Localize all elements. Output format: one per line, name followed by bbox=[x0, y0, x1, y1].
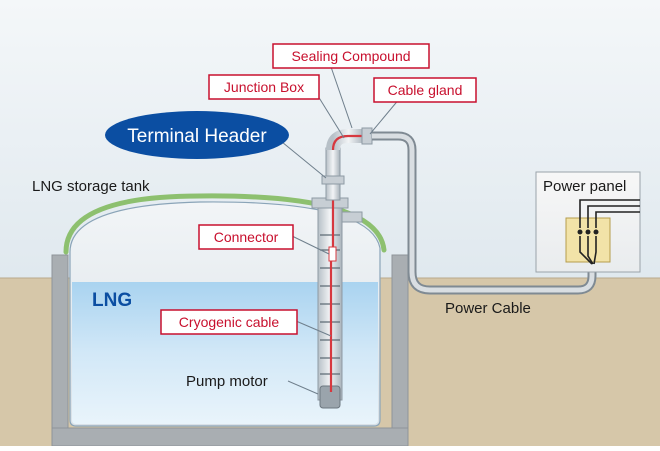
cable-gland-callout bbox=[373, 77, 477, 103]
power-cable-label: Power Cable bbox=[445, 300, 531, 317]
terminal-header-badge bbox=[105, 111, 289, 159]
power-panel-label: Power panel bbox=[543, 178, 626, 195]
lng-storage-tank-label: LNG storage tank bbox=[32, 178, 150, 195]
power-panel bbox=[535, 171, 641, 273]
concrete-pit bbox=[51, 254, 409, 447]
terminal-header-assembly bbox=[321, 127, 373, 201]
connector-callout bbox=[198, 224, 294, 250]
terminal-header-label: Terminal Header bbox=[127, 126, 267, 147]
junction-box-callout bbox=[208, 74, 320, 100]
leader-lines bbox=[281, 63, 401, 395]
connector-block bbox=[328, 246, 337, 262]
power-cable-route bbox=[372, 131, 597, 295]
cable-gland-label: Cable gland bbox=[388, 82, 463, 98]
cryogenic-cable-callout bbox=[160, 309, 298, 335]
pump-motor-label: Pump motor bbox=[186, 373, 268, 390]
connector-label: Connector bbox=[214, 229, 279, 245]
sealing-compound-callout bbox=[272, 43, 430, 69]
lng-label: LNG bbox=[92, 290, 132, 311]
cryogenic-cable-label: Cryogenic cable bbox=[179, 314, 280, 330]
sealing-compound-label: Sealing Compound bbox=[291, 48, 410, 64]
junction-box-label: Junction Box bbox=[224, 79, 304, 95]
pump-column bbox=[311, 150, 363, 409]
